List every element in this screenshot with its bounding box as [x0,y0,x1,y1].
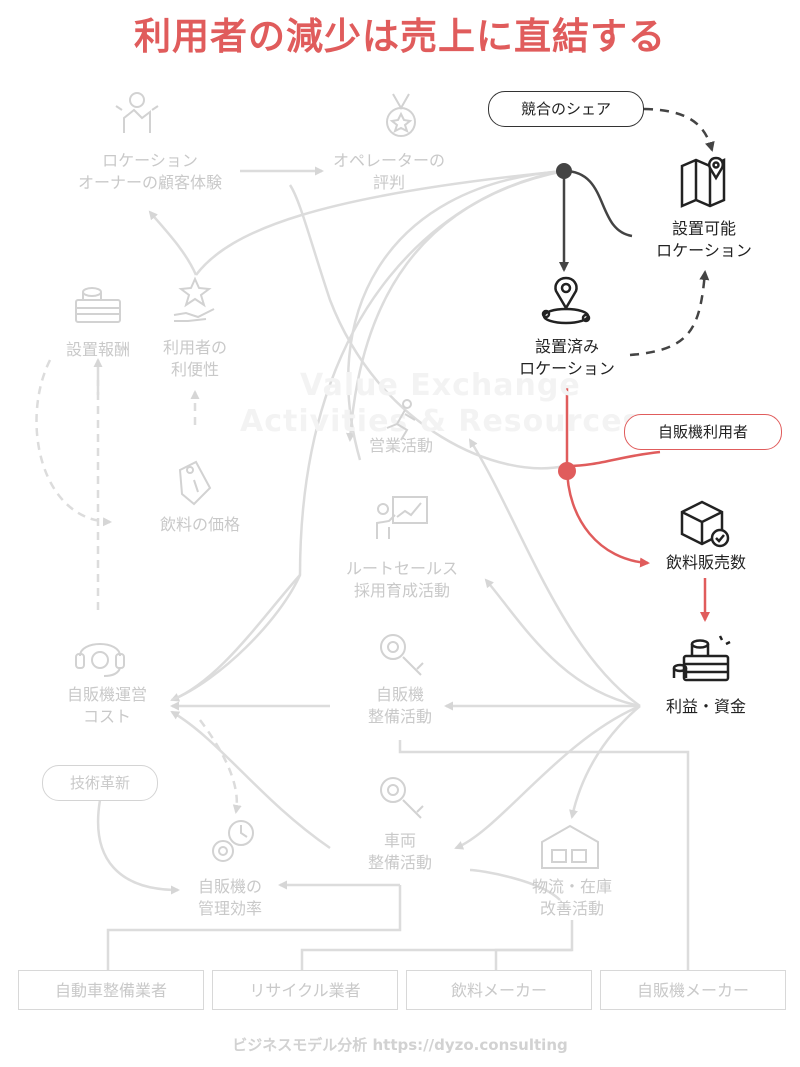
page-title: 利用者の減少は売上に直結する [134,15,666,58]
node-installable-location: 設置可能 ロケーション [656,219,752,260]
partner-box-recycling: リサイクル業者 [212,970,398,1010]
cash-coins-icon [672,635,731,682]
pill-competitive-share: 競合のシェア [488,91,644,127]
node-route-sales-recruit: ルートセールス 採用育成活動 [345,559,458,600]
pill-vm-users: 自販機利用者 [624,414,782,450]
vehicle-gear-icon [380,777,424,819]
footer-credit: ビジネスモデル分析 https://dyzo.consulting [232,1036,568,1054]
node-logistics-improvement: 物流・在庫 改善活動 [531,877,612,918]
money-stack-icon [75,287,121,323]
partner-box-auto-repair: 自動車整備業者 [18,970,204,1010]
warehouse-icon [541,824,599,869]
node-drink-price: 飲料の価格 [159,515,240,534]
price-tag-icon [178,460,212,506]
pill-tech-innovation: 技術革新 [42,765,158,801]
running-person-icon [386,399,416,441]
partner-box-vm-maker: 自販機メーカー [600,970,786,1010]
customer-experience-icon [115,92,159,133]
presentation-icon [376,496,428,539]
gear-wrench-icon [380,634,424,676]
node-vm-maintenance: 自販機 整備活動 [367,685,432,726]
node-location-owner-experience: ロケーション オーナーの顧客体験 [77,151,222,192]
node-vm-management-efficiency: 自販機の 管理効率 [197,877,262,918]
package-check-icon [680,500,730,548]
node-installed-location: 設置済み ロケーション [519,337,615,378]
clock-gear-icon [212,820,254,862]
watermark-line2: Activities & Resources [240,404,642,439]
node-sales-activity: 営業活動 [368,436,433,455]
node-vehicle-maintenance: 車両 整備活動 [367,831,432,872]
location-marker-icon [541,276,591,325]
node-operator-reputation: オペレーターの 評判 [332,151,445,192]
watermark-line1: Value Exchange [300,368,581,403]
node-drink-sales-count: 飲料販売数 [665,553,746,572]
map-pin-icon [680,156,726,208]
headset-gear-icon [75,643,125,677]
medal-icon [386,93,416,137]
hand-star-icon [173,276,215,322]
node-vm-operating-cost: 自販機運営 コスト [66,685,147,726]
node-profit-funds: 利益・資金 [665,697,746,716]
node-installation-reward: 設置報酬 [65,340,130,359]
node-user-convenience: 利用者の 利便性 [162,338,227,379]
partner-box-beverage-maker: 飲料メーカー [406,970,592,1010]
